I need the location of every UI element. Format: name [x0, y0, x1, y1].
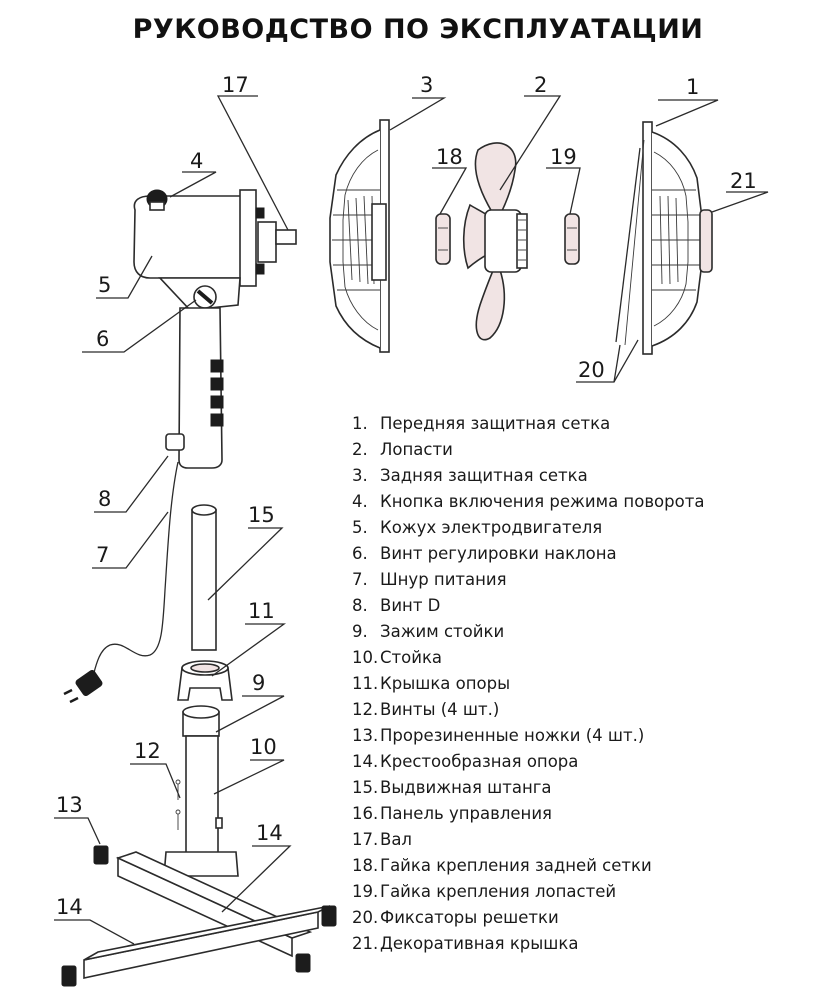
list-item: 5.Кожух электродвигателя [352, 518, 603, 537]
callout-8: 8 [98, 487, 111, 511]
list-item: 11.Крышка опоры [352, 674, 511, 693]
parts-list: 1.Передняя защитная сетка 2.Лопасти 3.За… [352, 411, 704, 957]
callout-10: 10 [250, 735, 277, 759]
base-cover [177, 660, 233, 701]
list-item: 4.Кнопка включения режима поворота [352, 492, 705, 511]
callout-11: 11 [248, 599, 275, 623]
blade-nut [564, 213, 580, 265]
list-item: 20.Фиксаторы решетки [352, 908, 559, 927]
list-item: 18.Гайка крепления задней сетки [352, 856, 652, 875]
callout-20: 20 [578, 358, 605, 382]
callout-2: 2 [534, 73, 547, 97]
list-item: 6.Винт регулировки наклона [352, 544, 617, 563]
callout-13: 13 [56, 793, 83, 817]
cross-base [83, 851, 331, 979]
callout-7: 7 [96, 543, 109, 567]
rear-grille-nut [435, 213, 451, 265]
callout-17: 17 [222, 73, 249, 97]
list-item: 8.Винт D [352, 596, 441, 615]
callout-12: 12 [134, 739, 161, 763]
tilt-screw [193, 285, 217, 309]
list-item: 7.Шнур питания [352, 570, 507, 589]
rubber-feet [61, 845, 337, 987]
extension-pole [191, 504, 217, 651]
list-item: 19.Гайка крепления лопастей [352, 882, 617, 901]
list-item: 1.Передняя защитная сетка [352, 414, 611, 433]
callout-1: 1 [686, 75, 699, 99]
oscillation-button [146, 189, 168, 211]
list-item: 15.Выдвижная штанга [352, 778, 552, 797]
front-grille [615, 121, 703, 355]
list-item: 2.Лопасти [352, 440, 453, 459]
base-screws [175, 779, 181, 830]
decorative-cap [699, 209, 713, 273]
list-item: 17.Вал [352, 830, 412, 849]
leader-lines [54, 95, 769, 945]
callout-14-lower: 14 [56, 895, 83, 919]
stand-tube [163, 735, 239, 877]
power-cord [63, 461, 179, 704]
callout-19: 19 [550, 145, 577, 169]
page-title: РУКОВОДСТВО ПО ЭКСПЛУАТАЦИИ [132, 14, 704, 45]
callout-6: 6 [96, 327, 109, 351]
control-column [165, 307, 224, 469]
callout-3: 3 [420, 73, 433, 97]
callout-5: 5 [98, 273, 111, 297]
callout-21: 21 [730, 169, 757, 193]
list-item: 3.Задняя защитная сетка [352, 466, 588, 485]
list-item: 13.Прорезиненные ножки (4 шт.) [352, 726, 645, 745]
list-item: 10.Стойка [352, 648, 443, 667]
callout-4: 4 [190, 149, 203, 173]
list-item: 14.Крестообразная опора [352, 752, 579, 771]
list-item: 21.Декоративная крышка [352, 934, 579, 953]
callout-18: 18 [436, 145, 463, 169]
list-item: 16.Панель управления [352, 804, 552, 823]
stand-clamp [182, 705, 220, 737]
rear-grille [329, 119, 390, 353]
callout-14-upper: 14 [256, 821, 283, 845]
callout-15: 15 [248, 503, 275, 527]
list-item: 12.Винты (4 шт.) [352, 700, 500, 719]
fan-blade [462, 142, 528, 341]
list-item: 9.Зажим стойки [352, 622, 505, 641]
callout-9: 9 [252, 671, 265, 695]
